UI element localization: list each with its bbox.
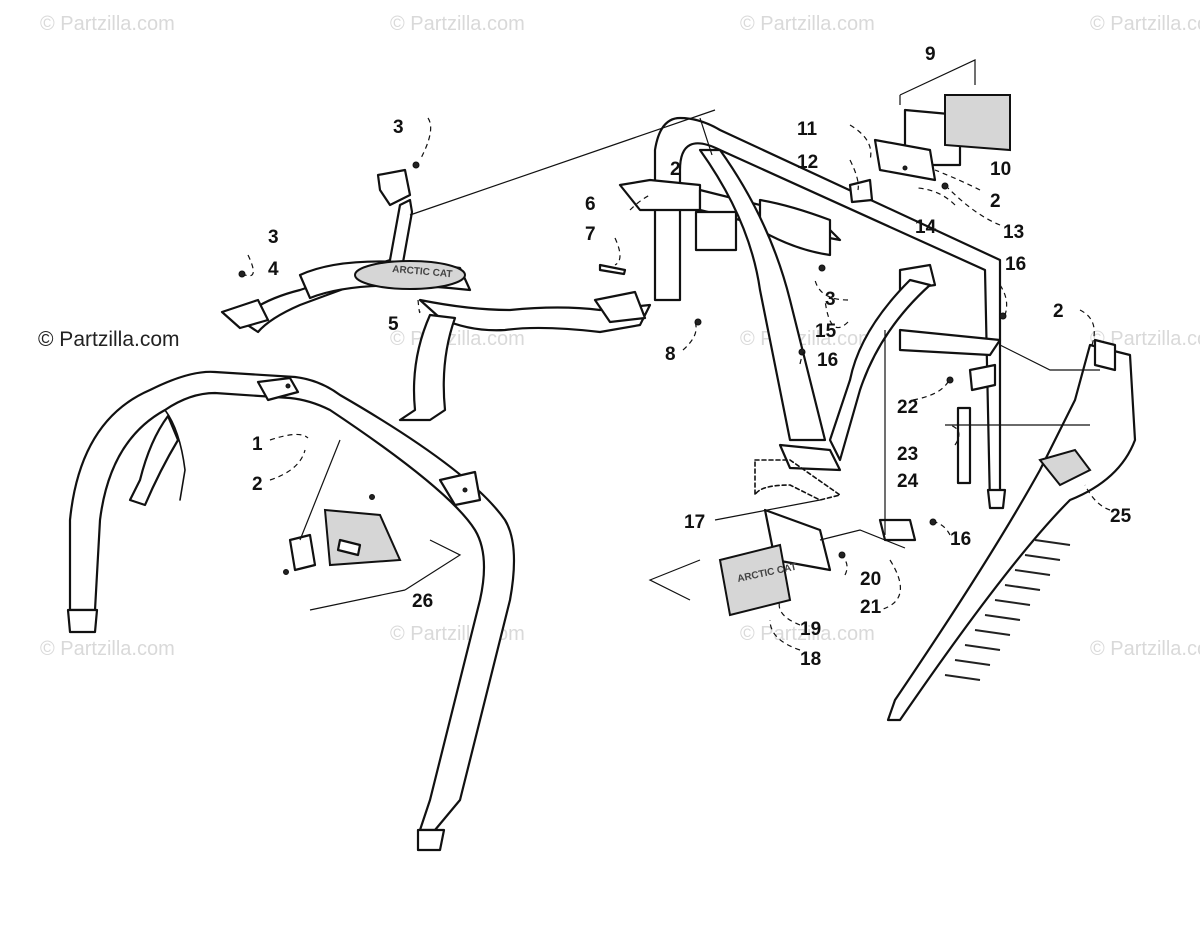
callout-label: 2 xyxy=(1053,301,1064,322)
callout-label: 25 xyxy=(1110,506,1132,527)
callout-label: 20 xyxy=(860,569,881,590)
callout-label: 2 xyxy=(252,474,263,495)
callout-label: 5 xyxy=(388,314,399,335)
callout-label: 22 xyxy=(897,397,918,418)
front-roll-bar xyxy=(66,370,516,852)
callout-label: 19 xyxy=(800,619,821,640)
callout-label: 11 xyxy=(797,119,818,140)
callout-label: 3 xyxy=(268,227,279,248)
watermark: © Partzilla.com xyxy=(740,13,875,35)
callout-label: 6 xyxy=(585,194,596,215)
watermark: © Partzilla.com xyxy=(40,13,175,35)
callout-label: 24 xyxy=(897,471,919,492)
watermark: © Partzilla.com xyxy=(740,623,875,645)
callout-label: 23 xyxy=(897,444,918,465)
leader-lines xyxy=(244,59,1111,651)
callout-label: 7 xyxy=(585,224,596,245)
callout-label: 2 xyxy=(990,191,1001,212)
callout-label: 3 xyxy=(393,117,404,138)
callout-label: 2 xyxy=(670,159,681,180)
callout-label: 8 xyxy=(665,344,676,365)
watermark: © Partzilla.com xyxy=(1090,13,1200,35)
callout-label: 10 xyxy=(990,159,1011,180)
watermark-group: © Partzilla.com © Partzilla.com © Partzi… xyxy=(38,13,1200,660)
callout-label: 3 xyxy=(825,289,836,310)
watermark: © Partzilla.com xyxy=(740,328,875,350)
tail-light-assembly xyxy=(848,94,1011,204)
callout-label: 4 xyxy=(268,259,279,280)
callout-label: 9 xyxy=(925,44,936,65)
callout-label: 1 xyxy=(252,434,263,455)
rear-view-mirror xyxy=(283,494,402,575)
callout-label: 16 xyxy=(950,529,971,550)
callout-label: 21 xyxy=(860,597,882,618)
watermark: © Partzilla.com xyxy=(40,638,175,660)
rear-plate-assembly: ARCTIC CAT xyxy=(718,508,937,617)
callout-label: 17 xyxy=(684,512,705,533)
watermark-prominent: © Partzilla.com xyxy=(38,328,180,351)
callout-label: 12 xyxy=(797,152,818,173)
callout-label: 18 xyxy=(800,649,821,670)
callout-label: 13 xyxy=(1003,222,1024,243)
rear-roll-bar xyxy=(598,116,1007,510)
watermark: © Partzilla.com xyxy=(390,13,525,35)
callout-labels: 3 3 4 5 1 2 26 2 6 7 8 3 15 16 9 11 12 1… xyxy=(252,44,1132,670)
callout-label: 16 xyxy=(1005,254,1026,275)
side-net-panel xyxy=(886,338,1137,722)
watermark: © Partzilla.com xyxy=(1090,638,1200,660)
watermark: © Partzilla.com xyxy=(1090,328,1200,350)
watermark: © Partzilla.com xyxy=(390,328,525,350)
callout-label: 15 xyxy=(815,321,837,342)
badge-text: ARCTIC CAT xyxy=(392,264,453,280)
callout-label: 16 xyxy=(817,350,838,371)
callout-label: 26 xyxy=(412,591,433,612)
callout-label: 14 xyxy=(915,217,937,238)
front-cross-bar: ARCTIC CAT xyxy=(220,161,652,422)
